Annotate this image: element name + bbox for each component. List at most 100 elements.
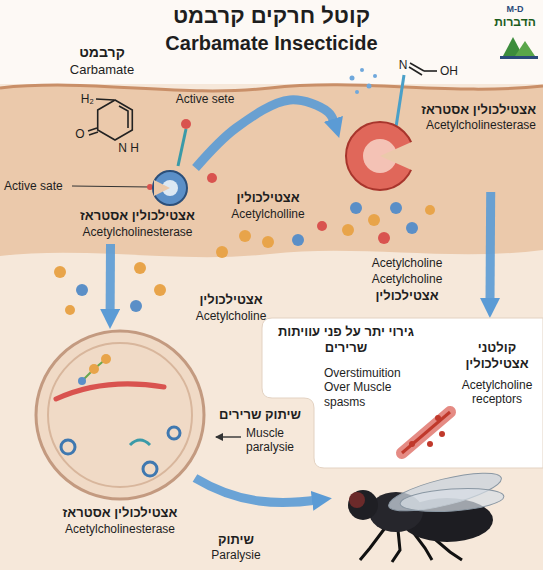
carbamate-structure — [88, 99, 132, 140]
acetylcholine-molecules-part — [76, 284, 88, 296]
acetylcholine-molecules-part — [360, 68, 364, 72]
atom-label: N — [397, 58, 409, 72]
effect-label: שיתוק שרירים — [210, 407, 310, 423]
acetylcholine-dot — [409, 441, 415, 447]
carbamate-structure-part — [88, 128, 97, 131]
active-site-pin-part — [178, 129, 186, 166]
molecule-label: Acetylcholine — [358, 272, 456, 286]
atom-label: N — [117, 141, 128, 155]
acetylcholine-molecules-part — [317, 221, 327, 231]
active-site-pin-part — [181, 119, 191, 129]
active-site-notch — [154, 180, 170, 196]
enzyme-label: Acetylcholinesterase — [70, 225, 205, 239]
logo-text: הדברות — [488, 15, 542, 29]
effect-arrow — [195, 478, 318, 503]
effect-label: שיתוק — [205, 532, 267, 548]
flow-arrow — [106, 244, 115, 315]
nerve-fiber — [56, 384, 164, 399]
acetylcholine-molecules-part — [130, 300, 142, 312]
active-site-pin — [72, 119, 217, 190]
effect-heading: גירוי יתר על פני עוויתות שרירים — [268, 324, 424, 355]
tissue-band-part — [0, 85, 543, 257]
receptor-fiber — [402, 412, 450, 453]
title: קוטל חרקים קרבמט — [60, 3, 483, 29]
logo-icon-part — [515, 41, 535, 56]
acetylcholine-dot — [101, 354, 111, 364]
enzyme-node: אצטילכולין אסטראזAcetylcholinesterase — [342, 100, 540, 192]
receptor-label: Acetylcholine receptors — [454, 378, 540, 407]
effect-panel — [262, 318, 543, 468]
acetylcholine-molecules-part — [425, 205, 435, 215]
acetylcholine-molecules-part — [216, 246, 228, 258]
compound-label: Carbamate — [60, 62, 144, 78]
enzyme-node: אצטילכולין אסטראזAcetylcholinesterase — [70, 168, 205, 244]
receptor-hook — [130, 440, 150, 445]
acetylcholine-dot — [78, 377, 86, 385]
flow-arrow — [196, 100, 336, 168]
enzyme-label: אצטילכולין אסטראז — [34, 505, 206, 521]
acetylcholine-structure-part — [396, 75, 404, 127]
compound-label: קרבמט — [60, 44, 144, 61]
atom-label: H₂ — [70, 92, 94, 106]
atom-label: O — [74, 127, 86, 141]
active-site-pin-part — [72, 186, 150, 187]
fly-figure-part — [386, 465, 505, 518]
acetylcholine-molecules-part — [373, 74, 377, 78]
acetylcholine-structure-part — [424, 70, 437, 72]
acetylcholine-dot — [439, 431, 445, 437]
cell-membrane — [48, 343, 192, 487]
acetylcholine-structure — [396, 63, 437, 127]
acetylcholine-molecules-part — [390, 202, 402, 214]
enzyme-ring — [168, 427, 180, 439]
acetylcholine-molecules-part — [154, 284, 166, 296]
molecule-label: אצטילכולין — [358, 288, 456, 304]
background-part — [0, 0, 543, 84]
effect-panel-node: גירוי יתר על פני עוויתות שרירים Overstimu… — [262, 318, 543, 468]
carbamate-structure-part — [96, 99, 114, 100]
paralysis-pointer — [216, 437, 241, 438]
carbamate-structure-part — [98, 100, 133, 140]
molecule-label: אצטילכולין — [222, 190, 314, 206]
fly-figure-part — [360, 528, 385, 560]
enzyme-label: אצטילכולין אסטראז — [412, 102, 536, 118]
acetylcholine-molecules-part — [54, 266, 66, 278]
atom-label: OH — [438, 64, 460, 78]
cell-node: אצטילכולין אסטראזAcetylcholinesterase — [34, 329, 206, 541]
acetylcholine-molecules-part — [292, 234, 304, 246]
effect-label: Paralysie — [205, 548, 267, 562]
fly-figure-part — [399, 485, 504, 514]
acetylcholine-dot — [427, 441, 433, 447]
enzyme-ring — [61, 440, 75, 454]
receptor-fiber — [402, 412, 450, 453]
acetylcholine-molecules-part — [367, 84, 372, 89]
flow-arrow — [485, 192, 495, 304]
logo-text: M-D — [490, 4, 540, 15]
enzyme-label: אצטילכולין אסטראז — [70, 208, 205, 224]
acetylcholine-molecules-part — [239, 230, 251, 242]
carbamate-structure-part — [89, 132, 98, 135]
nerve-cell — [36, 331, 204, 499]
molecule-label: Acetylcholline — [222, 207, 314, 221]
acetylcholine-molecules-part — [134, 262, 146, 274]
tissue-band — [0, 85, 543, 257]
enzyme-label: Acetylcholinesterase — [412, 118, 536, 132]
acetylcholine-molecules-part — [406, 222, 418, 234]
fly-figure — [348, 465, 505, 562]
acetylcholine-molecules-part — [368, 214, 380, 226]
atom-label: H — [129, 141, 140, 155]
molecule-label: Acetylcholine — [358, 256, 456, 270]
acetylcholine-molecules-part — [378, 232, 390, 244]
molecule-label: אצטילכולין — [186, 292, 276, 308]
effect-label: Muscle paralysie — [246, 426, 308, 455]
fly-figure-part — [349, 492, 365, 508]
acetylcholine-molecules-part — [262, 236, 274, 248]
active-site-pin-part — [207, 173, 217, 183]
effect-text: Overstimuition Over Muscle spasms — [324, 366, 416, 409]
enzyme-label: Acetylcholinesterase — [34, 522, 206, 536]
fly-figure-part — [392, 530, 400, 562]
